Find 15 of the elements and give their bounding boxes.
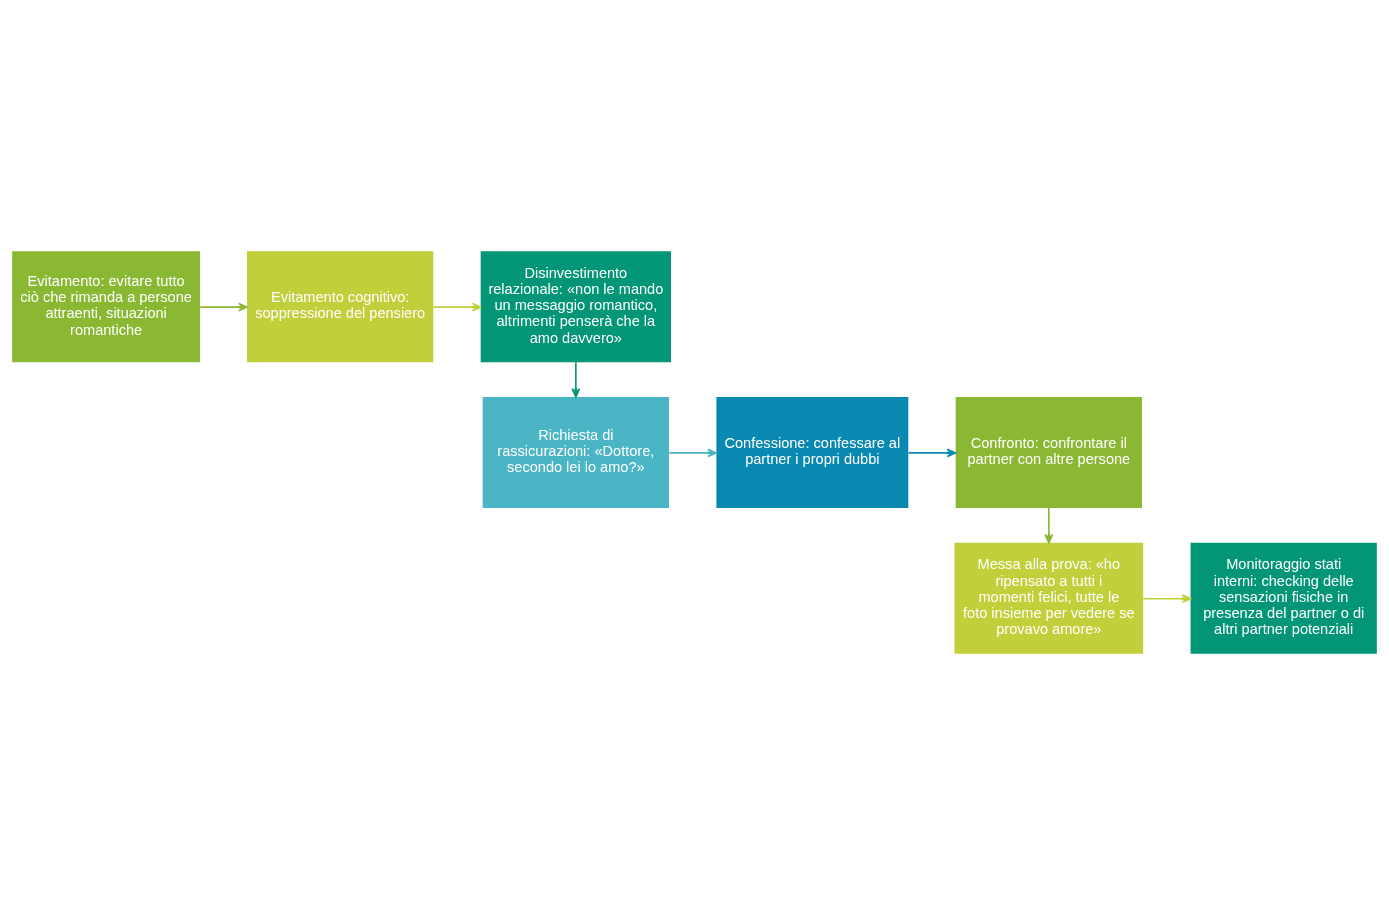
node-box: Confronto: confrontare il partner con altre persone [955,397,1142,508]
node-box: Evitamento cognitivo: soppressione del pensiero [247,251,434,363]
node-box: Confessione: confessare al partner i propri dubbi [716,397,909,508]
arrow [1142,594,1192,604]
arrow [571,361,581,398]
arrow [668,448,717,458]
node-box: Disinvestimento relazionale: «non le mando un messaggio romantico, altrimenti penserà che la amo davvero» [480,251,671,363]
node-box: Monitoraggio stati interni: checking delle sensazioni fisiche in presenza del partner o di altri partner potenziali [1190,542,1377,654]
node-box: Evitamento: evitare tutto ciò che rimanda a persone attraenti, situazioni romantiche [12,251,201,363]
arrow [1044,507,1054,544]
node-box: Messa alla prova: «ho ripensato a tutti i momenti felici, tutte le foto insieme per vedere se provavo amore» [954,542,1144,654]
arrow [199,302,248,312]
arrow [432,302,482,312]
arrow [907,448,957,458]
node-box: Richiesta di rassicurazioni: «Dottore, secondo lei lo amo?» [482,397,669,508]
